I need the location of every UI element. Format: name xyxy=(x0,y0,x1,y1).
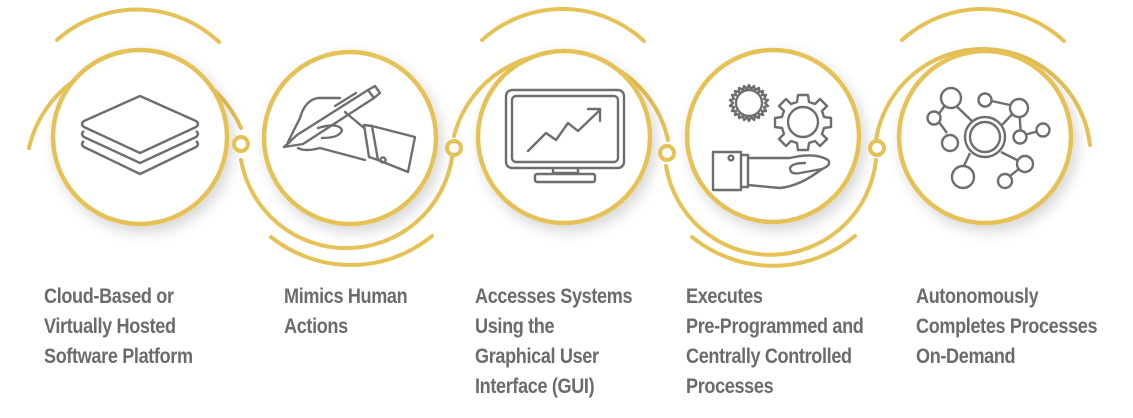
step-1-label: Cloud-Based or Virtually Hosted Software… xyxy=(44,282,193,372)
step-4-label-line-4: Processes xyxy=(686,375,774,398)
step-5-label-line-2: Completes Processes xyxy=(916,315,1098,338)
connector-node-2 xyxy=(445,139,463,157)
connector-node-4 xyxy=(868,139,886,157)
step-3-label: Accesses Systems Using the Graphical Use… xyxy=(475,282,633,402)
outer-arc-3-cap xyxy=(480,7,646,43)
outer-arc-5-cap xyxy=(900,7,1066,43)
step-3-label-line-3: Graphical User xyxy=(475,345,599,368)
step-3-label-line-4: Interface (GUI) xyxy=(475,375,595,398)
step-5-label: Autonomously Completes Processes On-Dema… xyxy=(916,282,1098,372)
monitor-chart-icon xyxy=(504,88,626,184)
step-2-circle xyxy=(261,49,439,227)
step-1-label-line-3: Software Platform xyxy=(44,345,193,368)
step-4-label: Executes Pre-Programmed and Centrally Co… xyxy=(686,282,864,402)
network-nodes-icon xyxy=(926,86,1051,190)
process-diagram xyxy=(27,7,1092,268)
step-2-label-line-2: Actions xyxy=(284,315,348,338)
step-4-circle xyxy=(684,47,862,225)
step-4-label-line-1: Executes xyxy=(686,285,763,308)
outer-arc-4-bottom xyxy=(664,158,878,257)
hand-gears-icon xyxy=(711,83,833,192)
connector-node-3 xyxy=(658,144,676,162)
step-2-label-line-1: Mimics Human xyxy=(284,285,408,308)
hand-writing-pen-icon xyxy=(282,84,417,174)
step-2-label: Mimics Human Actions xyxy=(284,282,408,342)
step-1-label-line-1: Cloud-Based or xyxy=(44,285,174,308)
step-3-label-line-1: Accesses Systems xyxy=(475,285,633,308)
step-3-label-line-2: Using the xyxy=(475,315,555,338)
outer-arc-4-cap xyxy=(690,234,857,268)
step-4-label-line-3: Centrally Controlled xyxy=(686,345,852,368)
step-5-label-line-1: Autonomously xyxy=(916,285,1039,308)
outer-arc-2-bottom xyxy=(239,156,454,251)
connector-node-1 xyxy=(232,135,250,153)
outer-arc-1-cap xyxy=(55,7,221,44)
outer-arc-2-cap xyxy=(269,234,434,267)
layers-icon xyxy=(80,94,200,176)
step-5-label-line-3: On-Demand xyxy=(916,345,1016,368)
step-3-circle xyxy=(475,48,653,226)
step-1-label-line-2: Virtually Hosted xyxy=(44,315,176,338)
step-4-label-line-2: Pre-Programmed and xyxy=(686,315,864,338)
